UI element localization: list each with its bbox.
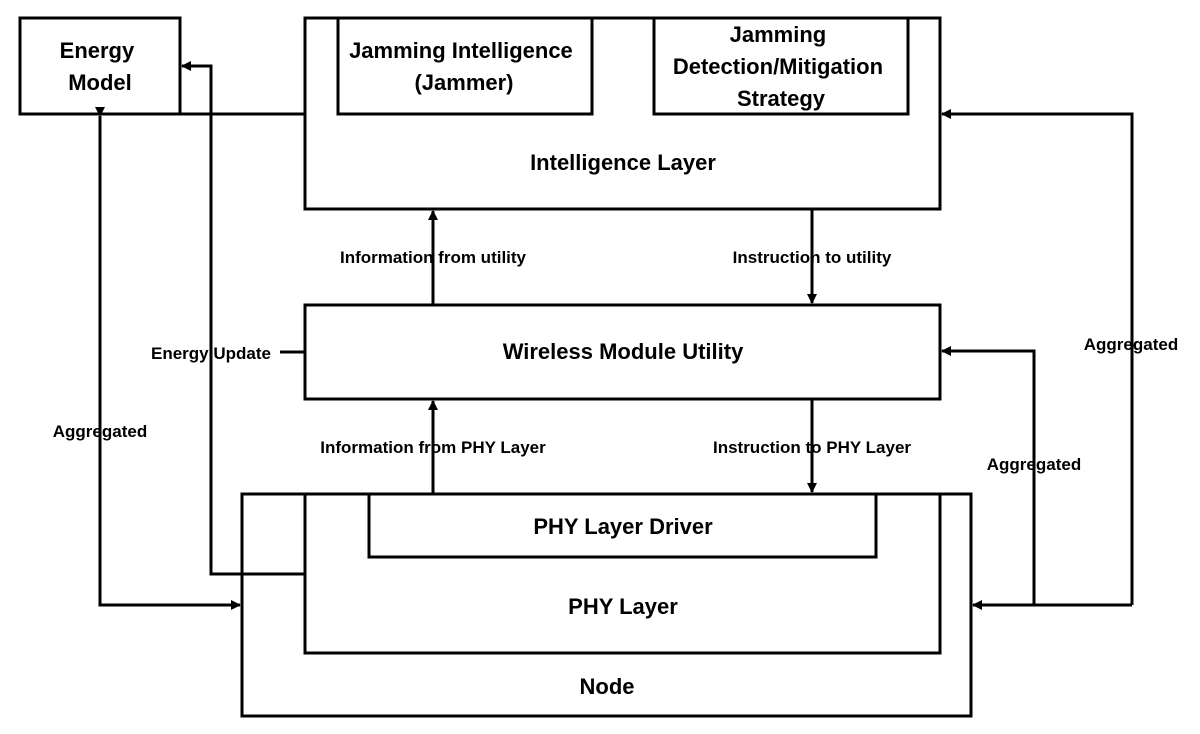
instruction-to-phy-label: Instruction to PHY Layer [713,438,911,457]
wireless-module-utility-box [303,303,942,401]
aggregated-left-label: Aggregated [53,422,147,441]
energy-update-label: Energy Update [151,344,271,363]
aggregated-to-intelligence-path [941,109,1134,605]
energy-model-box [18,16,182,116]
phy-layer-driver-box [367,492,878,559]
wireless-module-utility-label: Wireless Module Utility [503,339,744,364]
instruction-to-utility-label: Instruction to utility [733,248,892,267]
jamming-detection-label: Jamming Detection/Mitigation Strategy [673,22,889,111]
aggregated-right-outer-label: Aggregated [1084,335,1178,354]
aggregated-to-utility-path [941,346,1036,605]
info-from-phy-label: Information from PHY Layer [320,438,546,457]
intelligence-layer-label: Intelligence Layer [530,150,716,175]
energy-model-label: Energy Model [60,38,141,95]
jamming-intelligence-label: Jamming Intelligence (Jammer) [349,38,579,95]
phy-layer-driver-label: PHY Layer Driver [533,514,713,539]
node-label: Node [580,674,635,699]
jamming-detection-box [652,16,910,116]
aggregated-right-inner-label: Aggregated [987,455,1081,474]
phy-layer-label: PHY Layer [568,594,678,619]
aggregated-left-path [95,107,241,610]
jamming-intelligence-box [336,16,594,116]
info-from-utility-label: Information from utility [340,248,527,267]
